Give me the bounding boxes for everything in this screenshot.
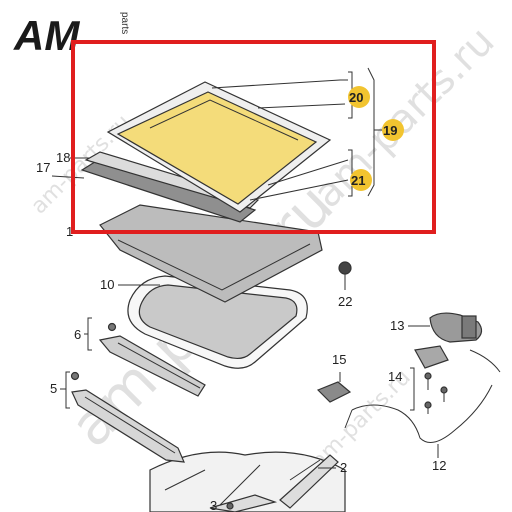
am-parts-logo: AM parts bbox=[13, 12, 130, 59]
callout-5: 5 bbox=[50, 381, 57, 396]
leader-21 bbox=[267, 159, 349, 186]
bracket-6 bbox=[84, 317, 92, 351]
part-22-bolt bbox=[338, 261, 352, 290]
part-12-wiring-harness bbox=[344, 349, 501, 443]
callout-6: 6 bbox=[74, 327, 81, 342]
part-19-glass-shine bbox=[149, 99, 299, 141]
leader-20 bbox=[211, 79, 348, 89]
badge-21-circle bbox=[350, 169, 372, 191]
callout-14: 14 bbox=[388, 369, 402, 384]
callout-3: 3 bbox=[210, 498, 217, 512]
callout-1: 1 bbox=[66, 224, 73, 239]
part-6-wind-deflector bbox=[98, 322, 206, 397]
part-10-sunshade-inner bbox=[138, 284, 298, 360]
callout-22: 22 bbox=[338, 294, 352, 309]
callout-15: 15 bbox=[332, 352, 346, 367]
part-1-panel-edge bbox=[117, 239, 311, 291]
leader-21b bbox=[249, 179, 349, 201]
callout-2: 2 bbox=[340, 460, 347, 475]
logo-main-text: AM bbox=[13, 12, 80, 59]
watermark-top-right: am-parts.ru bbox=[305, 18, 504, 217]
part-3-screw bbox=[226, 502, 234, 510]
highlight-box bbox=[71, 40, 436, 234]
badge-19-circle bbox=[382, 119, 404, 141]
callout-12: 12 bbox=[432, 458, 446, 473]
part-17-seal-strip bbox=[80, 159, 257, 223]
callout-18: 18 bbox=[56, 150, 70, 165]
callout-19: 19 bbox=[383, 123, 397, 138]
part-1-glass-panel bbox=[99, 204, 323, 303]
bracket-14 bbox=[410, 367, 415, 411]
callout-10: 10 bbox=[100, 277, 114, 292]
badge-20-circle bbox=[348, 86, 370, 108]
bracket-19 bbox=[367, 67, 382, 197]
part-15-sensor bbox=[316, 372, 352, 403]
control-unit bbox=[414, 345, 449, 369]
roof-frame-assembly bbox=[149, 451, 346, 512]
callout-21: 21 bbox=[351, 173, 365, 188]
callout-17: 17 bbox=[36, 160, 50, 175]
leader-20b bbox=[257, 103, 346, 109]
callout-20: 20 bbox=[349, 90, 363, 105]
callout-13: 13 bbox=[390, 318, 404, 333]
bracket-5 bbox=[60, 371, 70, 409]
part-5-guide-rail bbox=[70, 371, 185, 463]
part-13-motor bbox=[429, 312, 483, 343]
logo-sub-text: parts bbox=[119, 12, 130, 34]
part-14-screws bbox=[424, 372, 448, 414]
